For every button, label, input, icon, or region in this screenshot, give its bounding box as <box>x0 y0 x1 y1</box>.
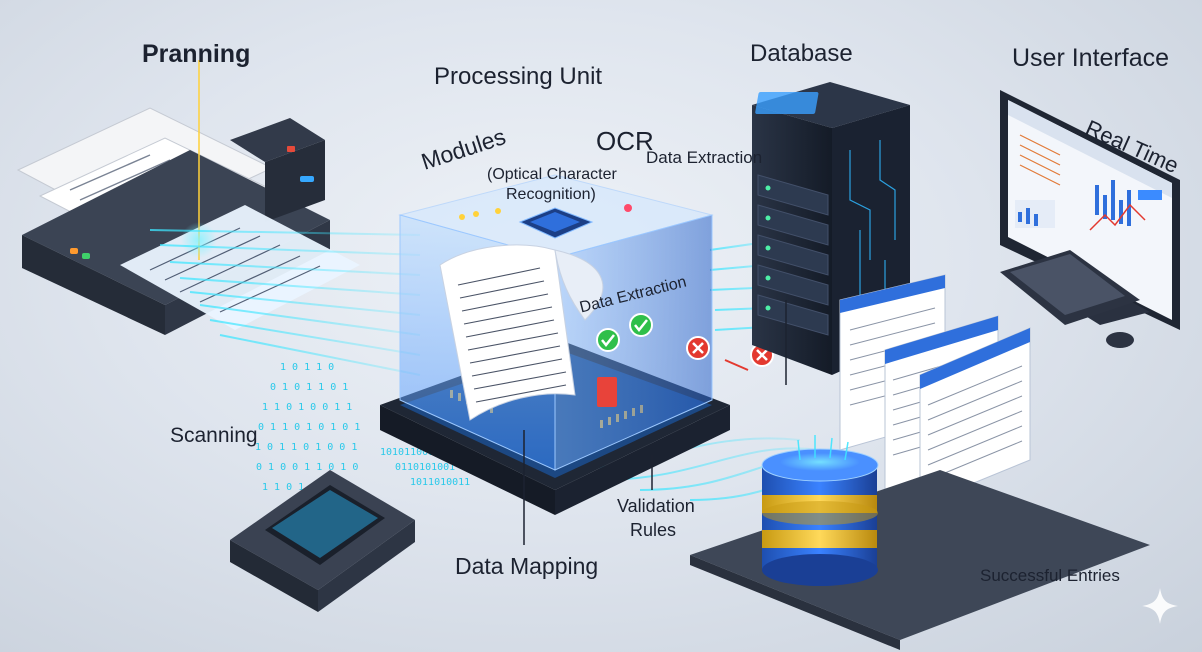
database-label: Database <box>750 40 853 67</box>
processing-cube <box>380 174 730 515</box>
svg-text:0 1 0 0 1 1 0 1 0: 0 1 0 0 1 1 0 1 0 <box>256 462 358 473</box>
leader-lines <box>523 300 787 545</box>
ocr-label: OCR <box>596 126 654 156</box>
ocr-full-label-2: Recognition) <box>506 186 596 203</box>
check-circle-icon <box>629 313 653 337</box>
data-extraction-label: Data Extraction <box>646 148 763 167</box>
svg-text:0 1 1 0 1 0 1 0 1: 0 1 1 0 1 0 1 0 1 <box>258 422 360 433</box>
ocr-full-label: (Optical Character <box>487 166 617 183</box>
user-interface-label: User Interface <box>1012 44 1170 72</box>
mouse-icon <box>1106 332 1134 348</box>
svg-text:0110101001: 0110101001 <box>395 462 455 473</box>
successful-entries-label: Successful Entries <box>980 566 1120 585</box>
validation-rules-label-2: Rules <box>630 520 677 540</box>
cross-circle-icon <box>686 336 710 360</box>
processing-unit-label: Processing Unit <box>434 63 603 90</box>
validation-rules-label: Validation <box>617 496 695 516</box>
sparkle-icon <box>1142 588 1178 624</box>
monitor <box>1000 90 1180 348</box>
pranning-label: Pranning <box>142 40 251 68</box>
scanner-device <box>16 60 360 335</box>
scanning-pad <box>230 470 415 612</box>
scanning-label: Scanning <box>170 424 258 447</box>
svg-text:1 0 1 1 0 1 0 0 1: 1 0 1 1 0 1 0 0 1 <box>255 442 357 453</box>
svg-text:0 1 0 1 1 0 1: 0 1 0 1 1 0 1 <box>270 382 348 393</box>
svg-text:1011010011: 1011010011 <box>410 477 470 488</box>
result-cards <box>839 274 1031 506</box>
arrow-icon <box>724 359 749 371</box>
svg-text:1 1 0 1 0 0 1 1: 1 1 0 1 0 0 1 1 <box>262 402 352 413</box>
check-circle-icon <box>596 328 620 352</box>
database-cylinder <box>690 435 1150 650</box>
svg-text:10101100110: 10101100110 <box>380 447 446 458</box>
svg-text:1 0 1 1 0: 1 0 1 1 0 <box>280 362 334 373</box>
red-tag-icon <box>597 377 617 407</box>
data-mapping-label: Data Mapping <box>455 553 599 579</box>
